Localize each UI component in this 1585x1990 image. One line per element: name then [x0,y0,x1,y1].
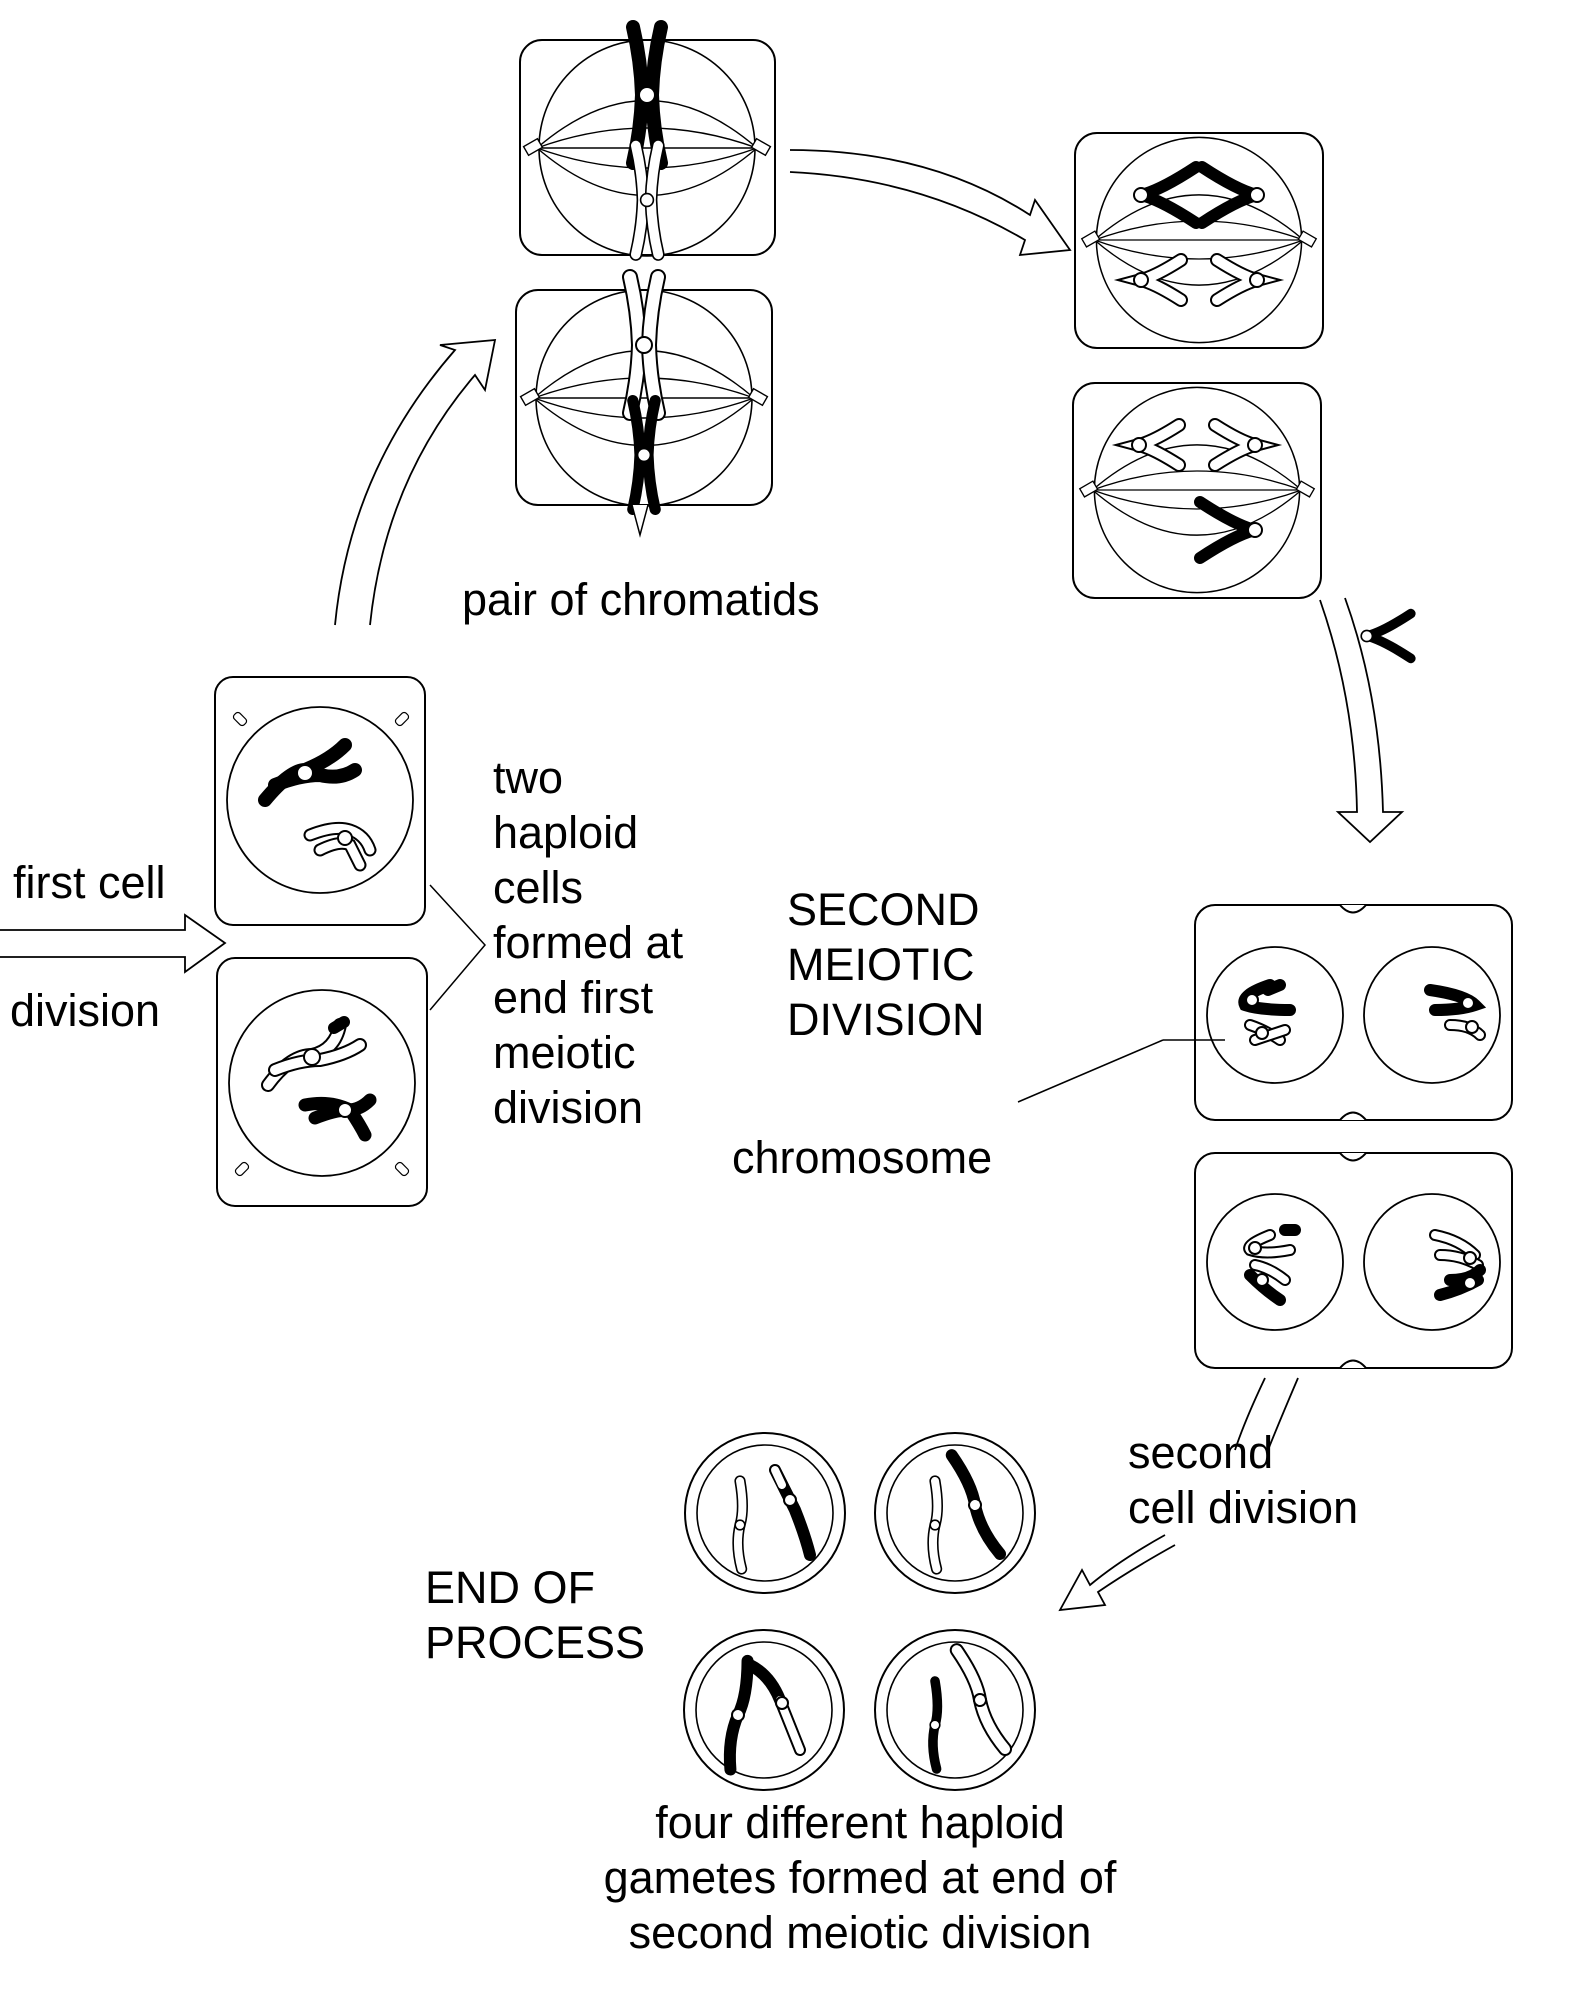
label-four-gametes: four different haploid gametes formed at… [603,1797,1117,1958]
label-second-cell-division: second cell division [1128,1427,1359,1533]
label-two-haploid: two haploid cells formed at end first me… [493,752,684,1133]
curved-arrow-down-right [1319,597,1405,844]
label-end-of-process: END OF PROCESS [425,1562,646,1668]
label-chromosome: chromosome [732,1132,993,1183]
curved-arrow-to-gametes [1058,1377,1299,1612]
gamete-2 [874,1432,1036,1594]
anaphase-cell-top [1074,132,1324,349]
metaphase-cell-bottom [515,277,773,538]
label-division: division [10,985,161,1036]
telophase-cell-top [1194,904,1513,1121]
telophase-cell-bottom [1194,1152,1513,1369]
first-division-arrow [0,913,227,974]
bracket-two-haploid [429,884,486,1011]
label-second-meiotic-division: SECOND MEIOTIC DIVISION [787,884,985,1045]
haploid-cell-top [214,676,426,926]
gamete-4 [874,1629,1036,1791]
metaphase-cell-top [519,27,776,256]
curved-arrow-up [334,338,497,626]
label-pair-of-chromatids: pair of chromatids [462,574,820,625]
anaphase-cell-bottom [1072,382,1411,658]
label-first-cell: first cell [13,857,166,908]
gamete-1 [684,1432,846,1594]
curved-arrow-right-top [789,149,1072,257]
gamete-3 [683,1629,845,1791]
chromosome-pointer [1017,1039,1225,1103]
haploid-cell-bottom [216,957,428,1207]
